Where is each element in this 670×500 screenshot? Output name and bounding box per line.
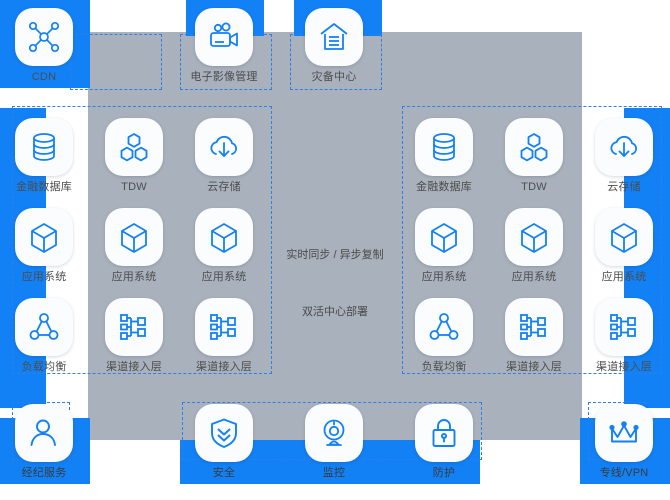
node-label: TDW [521,181,547,193]
channel-tree-icon [195,298,253,356]
center-note-sync: 实时同步 / 异步复制 [286,249,384,261]
video-camera-icon [195,8,253,66]
load-balancer-icon [415,298,473,356]
node-label: 渠道接入层 [506,361,562,373]
cube-icon [505,208,563,266]
node-right-app-system-3[interactable]: 应用系统 [588,208,660,284]
channel-tree-icon [595,298,653,356]
node-left-app-system-3[interactable]: 应用系统 [188,208,260,284]
node-dedicated-line-vpn[interactable]: 专线/VPN [588,404,660,480]
crown-vpn-icon [595,404,653,462]
node-label: CDN [31,71,57,83]
node-label: 云存储 [207,181,241,193]
node-label: 应用系统 [21,271,67,283]
node-label: 经纪服务 [21,467,67,479]
cloud-storage-icon [195,118,253,176]
node-label: 应用系统 [111,271,157,283]
load-balancer-icon [15,298,73,356]
database-icon [15,118,73,176]
node-label: 监控 [322,467,346,479]
node-label: 应用系统 [511,271,557,283]
node-label: 安全 [212,467,236,479]
node-right-load-balancer[interactable]: 负载均衡 [408,298,480,374]
node-left-app-system-1[interactable]: 应用系统 [8,208,80,284]
node-label: 负载均衡 [21,361,67,373]
lock-icon [415,404,473,462]
channel-tree-icon [105,298,163,356]
node-left-channel-access-1[interactable]: 渠道接入层 [98,298,170,374]
node-label: 负载均衡 [421,361,467,373]
node-label: 金融数据库 [16,181,72,193]
node-electronic-imaging[interactable]: 电子影像管理 [188,8,260,84]
node-left-cloud-storage[interactable]: 云存储 [188,118,260,194]
node-label: 应用系统 [201,271,247,283]
node-left-load-balancer[interactable]: 负载均衡 [8,298,80,374]
shield-icon [195,404,253,462]
node-left-financial-database[interactable]: 金融数据库 [8,118,80,194]
node-label: 金融数据库 [416,181,472,193]
node-right-app-system-2[interactable]: 应用系统 [498,208,570,284]
dashed-group-right-core [402,106,662,374]
node-label: 灾备中心 [311,71,357,83]
node-disaster-recovery-center[interactable]: 灾备中心 [298,8,370,84]
cdn-network-icon [15,8,73,66]
disaster-recovery-icon [305,8,363,66]
node-label: 渠道接入层 [106,361,162,373]
node-right-channel-access-1[interactable]: 渠道接入层 [498,298,570,374]
cube-icon [15,208,73,266]
cube-icon [195,208,253,266]
tdw-hexagon-icon [105,118,163,176]
dashed-group-cdn [70,34,162,90]
node-label: TDW [121,181,147,193]
node-security[interactable]: 安全 [188,404,260,480]
camera-monitor-icon [305,404,363,462]
node-right-cloud-storage[interactable]: 云存储 [588,118,660,194]
node-cdn[interactable]: CDN [8,8,80,84]
node-label: 渠道接入层 [596,361,652,373]
node-label: 应用系统 [421,271,467,283]
node-left-app-system-2[interactable]: 应用系统 [98,208,170,284]
center-note-dual-active: 双活中心部署 [302,306,368,318]
node-label: 电子影像管理 [190,71,258,83]
node-right-channel-access-2[interactable]: 渠道接入层 [588,298,660,374]
node-right-tdw[interactable]: TDW [498,118,570,194]
user-icon [15,404,73,462]
node-label: 渠道接入层 [196,361,252,373]
node-label: 云存储 [607,181,641,193]
node-left-channel-access-2[interactable]: 渠道接入层 [188,298,260,374]
node-right-financial-database[interactable]: 金融数据库 [408,118,480,194]
node-left-tdw[interactable]: TDW [98,118,170,194]
cube-icon [105,208,163,266]
database-icon [415,118,473,176]
dashed-group-left-core [12,106,272,374]
node-broker-service[interactable]: 经纪服务 [8,404,80,480]
cube-icon [415,208,473,266]
tdw-hexagon-icon [505,118,563,176]
node-label: 专线/VPN [599,467,649,479]
node-protection[interactable]: 防护 [408,404,480,480]
channel-tree-icon [505,298,563,356]
node-monitoring[interactable]: 监控 [298,404,370,480]
central-gray-panel [88,32,582,440]
cloud-storage-icon [595,118,653,176]
node-label: 防护 [432,467,456,479]
node-right-app-system-1[interactable]: 应用系统 [408,208,480,284]
node-label: 应用系统 [601,271,647,283]
cube-icon [595,208,653,266]
